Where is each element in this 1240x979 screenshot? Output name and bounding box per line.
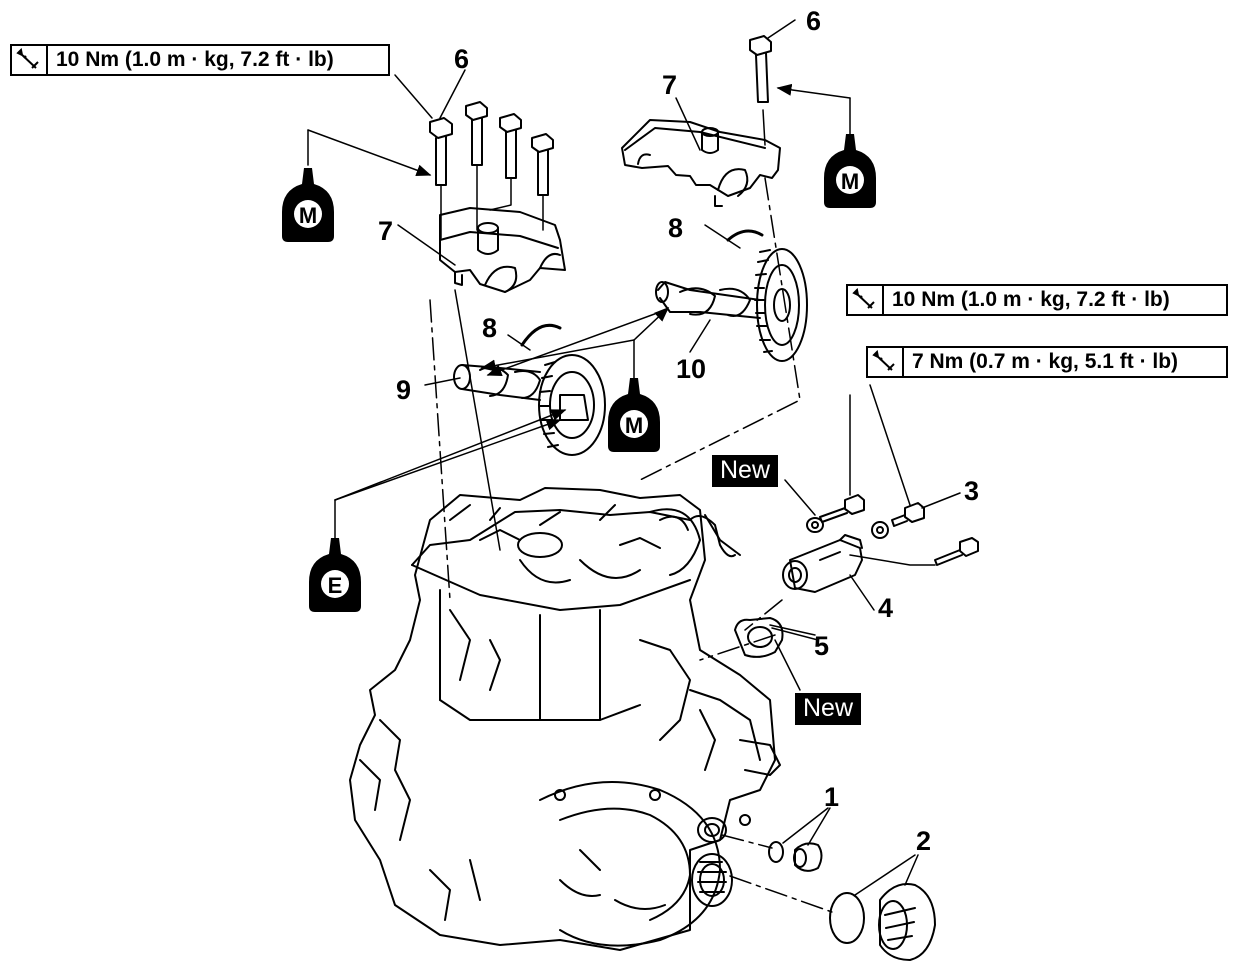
lubricant-letter: M <box>624 413 644 438</box>
torque-spec-box-left: 10 Nm (1.0 m · kg, 7.2 ft · lb) <box>10 44 390 76</box>
crankshaft-plug-and-oring <box>829 883 936 961</box>
callout-7-left: 7 <box>378 216 394 246</box>
lubricant-letter: M <box>840 169 860 194</box>
right-camshaft-cap <box>621 119 781 207</box>
intake-camshaft <box>453 354 606 456</box>
torque-wrench-icon <box>12 46 48 74</box>
new-part-tag-upper: New <box>712 455 779 487</box>
right-circlip <box>726 229 764 242</box>
new-part-tag-lower: New <box>795 693 862 725</box>
torque-spec-box-right-lower: 7 Nm (0.7 m · kg, 5.1 ft · lb) <box>866 346 1228 378</box>
left-cap-bolts <box>429 101 554 196</box>
tensioner-gasket <box>734 617 784 658</box>
exhaust-camshaft <box>655 248 808 362</box>
callout-2: 2 <box>916 826 932 856</box>
oil-bottle-icon-e: E <box>307 532 363 614</box>
torque-wrench-icon <box>868 348 904 376</box>
oil-bottle-icon-m-right: M <box>822 128 878 210</box>
torque-spec-text: 10 Nm (1.0 m · kg, 7.2 ft · lb) <box>892 288 1170 311</box>
torque-spec-box-right-upper: 10 Nm (1.0 m · kg, 7.2 ft · lb) <box>846 284 1228 316</box>
torque-spec-text: 10 Nm (1.0 m · kg, 7.2 ft · lb) <box>56 48 334 71</box>
callout-6-right: 6 <box>806 6 822 36</box>
callout-10: 10 <box>676 354 707 384</box>
callout-9: 9 <box>396 375 412 405</box>
callout-3: 3 <box>964 476 980 506</box>
oil-bottle-icon-m-left: M <box>280 162 336 244</box>
left-camshaft-cap <box>439 207 566 293</box>
lubricant-letter: E <box>327 573 343 598</box>
callout-4: 4 <box>878 593 894 623</box>
crankcase-outline <box>349 487 781 951</box>
chain-guide <box>689 515 736 558</box>
cam-chain-tensioner <box>782 534 863 593</box>
callout-8-left: 8 <box>482 313 498 343</box>
callout-7-right: 7 <box>662 70 678 100</box>
callout-1: 1 <box>824 782 840 812</box>
timing-plug-and-oring <box>768 841 823 872</box>
tensioner-bolts-and-washers <box>806 494 979 566</box>
lubricant-letter: M <box>298 203 318 228</box>
callout-5: 5 <box>814 631 830 661</box>
left-circlip <box>520 323 562 347</box>
oil-bottle-icon-m-center: M <box>606 372 662 454</box>
torque-spec-text: 7 Nm (0.7 m · kg, 5.1 ft · lb) <box>912 350 1179 373</box>
callout-8-right: 8 <box>668 213 684 243</box>
torque-wrench-icon <box>848 286 884 314</box>
callout-6-left: 6 <box>454 44 470 74</box>
right-cap-bolt <box>749 35 772 103</box>
